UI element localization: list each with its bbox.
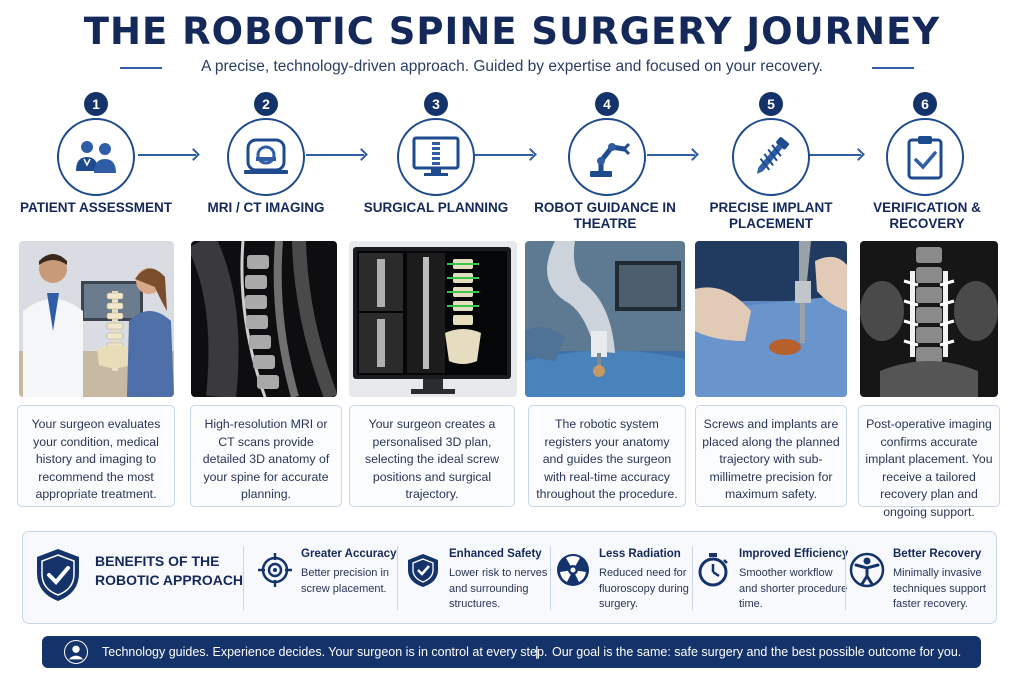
patient-consult-icon bbox=[57, 118, 135, 196]
step-description: The robotic system registers your anatom… bbox=[528, 405, 686, 507]
postop-ct-photo bbox=[860, 241, 998, 397]
step-title: SURGICAL PLANNING bbox=[363, 200, 509, 215]
benefits-heading: BENEFITS OF THE ROBOTIC APPROACH bbox=[95, 553, 244, 588]
step-robot-guidance: 4 ROBOT GUIDANCE IN THEATRE The robotic … bbox=[525, 92, 686, 512]
benefit-title: Enhanced Safety bbox=[449, 548, 542, 560]
step-patient-assessment: 1 PATIENT ASSESSMENT bbox=[16, 92, 176, 512]
shield-check-icon bbox=[37, 549, 79, 601]
step-description: High-resolution MRI or CT scans provide … bbox=[190, 405, 342, 507]
flow-arrow-4 bbox=[647, 154, 695, 156]
page-subtitle: A precise, technology-driven approach. G… bbox=[201, 58, 823, 75]
flow-arrow-1 bbox=[138, 154, 196, 156]
benefit-description: Lower risk to nerves and surrounding str… bbox=[449, 567, 548, 610]
step-description: Post-operative imaging confirms accurate… bbox=[858, 405, 1000, 519]
step-description: Screws and implants are placed along the… bbox=[695, 405, 847, 507]
benefit-title: Greater Accuracy bbox=[301, 548, 397, 560]
benefits-divider bbox=[692, 546, 693, 610]
benefits-panel: BENEFITS OF THE ROBOTIC APPROACH Greater… bbox=[22, 531, 997, 624]
subtitle-row: A precise, technology-driven approach. G… bbox=[0, 58, 1024, 78]
stopwatch-icon bbox=[698, 553, 728, 587]
mri-scanner-icon bbox=[227, 118, 305, 196]
step-number: 2 bbox=[254, 92, 278, 116]
benefit-radiation: Less Radiation Reduced need for fluorosc… bbox=[555, 542, 695, 614]
radiation-icon bbox=[557, 554, 589, 586]
step-title: PRECISE IMPLANT PLACEMENT bbox=[709, 200, 833, 231]
target-icon bbox=[258, 553, 292, 587]
benefit-description: Smoother workflow and shorter procedure … bbox=[739, 567, 848, 610]
benefits-divider bbox=[550, 546, 551, 610]
surgeon-patient-spine-model-photo bbox=[19, 241, 174, 397]
step-verification-recovery: 6 VERIFICATION & RECOVERY bbox=[849, 92, 1009, 519]
step-mri-ct-imaging: 2 MRI / CT IMAGING High-resolution MRI o… bbox=[186, 92, 346, 512]
clipboard-check-icon bbox=[886, 118, 964, 196]
implant-placement-photo bbox=[695, 241, 847, 397]
benefit-accuracy: Greater Accuracy Better precision in scr… bbox=[257, 542, 397, 614]
benefit-title: Less Radiation bbox=[599, 548, 681, 560]
flow-arrow-2 bbox=[306, 154, 364, 156]
benefit-efficiency: Improved Efficiency Smoother workflow an… bbox=[695, 542, 849, 614]
step-number: 1 bbox=[84, 92, 108, 116]
robot-arm-icon bbox=[568, 118, 646, 196]
footer-banner: Technology guides. Experience decides. Y… bbox=[42, 636, 981, 668]
step-number: 3 bbox=[424, 92, 448, 116]
shield-icon bbox=[408, 554, 438, 587]
subtitle-line-left bbox=[120, 67, 162, 69]
user-icon bbox=[64, 640, 88, 664]
footer-separator: | bbox=[535, 643, 539, 659]
flow-arrow-5 bbox=[809, 154, 861, 156]
flow-arrow-3 bbox=[475, 154, 533, 156]
step-surgical-planning: 3 SURGICAL PLANNING bbox=[349, 92, 517, 512]
step-title: MRI / CT IMAGING bbox=[207, 200, 325, 215]
benefit-description: Minimally invasive techniques support fa… bbox=[893, 567, 986, 610]
step-implant-placement: 5 PRECISE IMPLANT PLACEMENT Screws and i… bbox=[691, 92, 851, 512]
person-recovery-icon bbox=[849, 552, 885, 588]
benefit-description: Better precision in screw placement. bbox=[301, 567, 390, 595]
step-description: Your surgeon evaluates your condition, m… bbox=[17, 405, 175, 507]
benefit-description: Reduced need for fluoroscopy during surg… bbox=[599, 567, 689, 610]
step-number: 6 bbox=[913, 92, 937, 116]
footer-message-left: Technology guides. Experience decides. Y… bbox=[102, 645, 548, 659]
step-description: Your surgeon creates a personalised 3D p… bbox=[349, 405, 515, 507]
3d-planning-monitor-photo bbox=[349, 241, 517, 397]
monitor-spine-icon bbox=[397, 118, 475, 196]
step-number: 4 bbox=[595, 92, 619, 116]
benefit-recovery: Better Recovery Minimally invasive techn… bbox=[849, 542, 997, 614]
subtitle-line-right bbox=[872, 67, 914, 69]
step-title: VERIFICATION & RECOVERY bbox=[873, 200, 981, 231]
benefits-divider bbox=[397, 546, 398, 610]
robot-arm-theatre-photo bbox=[525, 241, 685, 397]
footer-message-right: Our goal is the same: safe surgery and t… bbox=[552, 645, 962, 659]
benefit-title: Improved Efficiency bbox=[739, 548, 849, 560]
benefits-divider bbox=[845, 546, 846, 610]
benefits-divider bbox=[243, 546, 244, 610]
benefit-safety: Enhanced Safety Lower risk to nerves and… bbox=[405, 542, 550, 614]
step-title: ROBOT GUIDANCE IN THEATRE bbox=[534, 200, 676, 231]
step-title: PATIENT ASSESSMENT bbox=[19, 200, 172, 215]
benefit-title: Better Recovery bbox=[893, 548, 982, 560]
screw-icon bbox=[732, 118, 810, 196]
step-number: 5 bbox=[759, 92, 783, 116]
page-title: THE ROBOTIC SPINE SURGERY JOURNEY bbox=[83, 10, 941, 53]
spine-mri-scan-photo bbox=[191, 241, 337, 397]
